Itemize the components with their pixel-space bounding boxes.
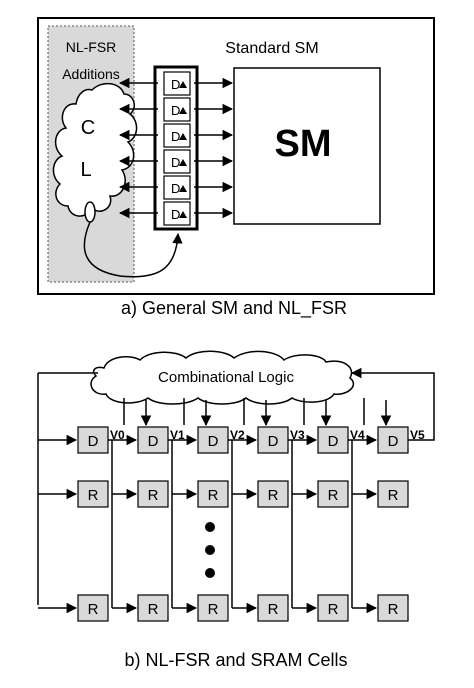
v-label: V4 — [350, 428, 365, 442]
d-cell — [377, 426, 409, 454]
register-cell — [163, 201, 191, 226]
r-cell-label: R — [88, 601, 99, 618]
register-cell-label: D — [171, 181, 180, 196]
d-cell-label: D — [148, 433, 159, 450]
caption-a: a) General SM and NL_FSR — [121, 298, 347, 319]
d-cell-label: D — [388, 433, 399, 450]
r-cell-label: R — [208, 487, 219, 504]
d-cell-label: D — [328, 433, 339, 450]
r-cell — [377, 594, 409, 622]
clock-triangle — [179, 133, 187, 140]
v5-feedback-loop — [350, 367, 435, 441]
d-cell — [317, 426, 349, 454]
diagram-b: Combinational Logic D V0R R D V1R R D V2R R D V3R R… — [37, 350, 435, 670]
ellipsis-dot — [205, 522, 215, 532]
clock-triangle — [179, 107, 187, 114]
r-cell — [257, 594, 289, 622]
clock-triangle — [179, 159, 187, 166]
register-cell — [163, 175, 191, 200]
d-cell-label: D — [88, 433, 99, 450]
r-cell-label: R — [268, 601, 279, 618]
d-cell-label: D — [208, 433, 219, 450]
r-cell-label: R — [88, 487, 99, 504]
nlfsr-label-line2: Additions — [62, 66, 120, 82]
register-cell-label: D — [171, 129, 180, 144]
register-cell-label: D — [171, 77, 180, 92]
clock-triangle — [179, 211, 187, 218]
combinational-logic-cloud-b — [90, 350, 355, 405]
nlfsr-label-line1: NL-FSR — [66, 39, 117, 55]
register-cell-label: D — [171, 207, 180, 222]
r-cell-label: R — [328, 601, 339, 618]
v-label: V2 — [230, 428, 245, 442]
r-cell — [77, 594, 109, 622]
standard-sm-label: Standard SM — [225, 40, 318, 57]
register-cell — [163, 97, 191, 122]
register-arrows — [118, 77, 234, 219]
v-label: V0 — [110, 428, 125, 442]
sm-block — [233, 67, 381, 225]
sm-block-label: SM — [275, 123, 332, 165]
register-cell-label: D — [171, 155, 180, 170]
register-cell — [163, 71, 191, 96]
d-cell — [137, 426, 169, 454]
r-cell — [137, 594, 169, 622]
register-cell-label: D — [171, 103, 180, 118]
r-cell — [197, 480, 229, 508]
r-cell-label: R — [148, 487, 159, 504]
wiring — [38, 398, 392, 614]
feedback-lobe — [84, 201, 96, 223]
v-label: V3 — [290, 428, 305, 442]
r-cell — [77, 480, 109, 508]
register-cell — [163, 123, 191, 148]
register-cell — [163, 149, 191, 174]
r-cell-label: R — [268, 487, 279, 504]
cl-letter-l: L — [80, 159, 91, 181]
d-cell — [257, 426, 289, 454]
clock-triangle — [179, 81, 187, 88]
cell-grid: D V0R R D V1R R D V2R R D V3R R D V4R R D V5R R — [77, 426, 425, 622]
outer-frame-a — [37, 17, 435, 295]
r-cell-label: R — [208, 601, 219, 618]
d-cell — [77, 426, 109, 454]
r-cell-label: R — [388, 601, 399, 618]
r-cell — [197, 594, 229, 622]
d-cell — [197, 426, 229, 454]
cl-letter-c: C — [81, 117, 95, 139]
r-cell — [137, 480, 169, 508]
d-cell-label: D — [268, 433, 279, 450]
r-cell — [317, 594, 349, 622]
r-cell-label: R — [388, 487, 399, 504]
r-cell — [257, 480, 289, 508]
v-label: V5 — [410, 428, 425, 442]
feedback-curve — [83, 221, 183, 278]
r-cell-label: R — [328, 487, 339, 504]
r-cell-label: R — [148, 601, 159, 618]
clock-triangle — [179, 185, 187, 192]
ellipsis-dot — [205, 545, 215, 555]
caption-b: b) NL-FSR and SRAM Cells — [124, 650, 347, 670]
ellipsis-dot — [205, 568, 215, 578]
r-cell — [317, 480, 349, 508]
r-cell — [377, 480, 409, 508]
combinational-logic-label: Combinational Logic — [158, 369, 294, 386]
v-label: V1 — [170, 428, 185, 442]
